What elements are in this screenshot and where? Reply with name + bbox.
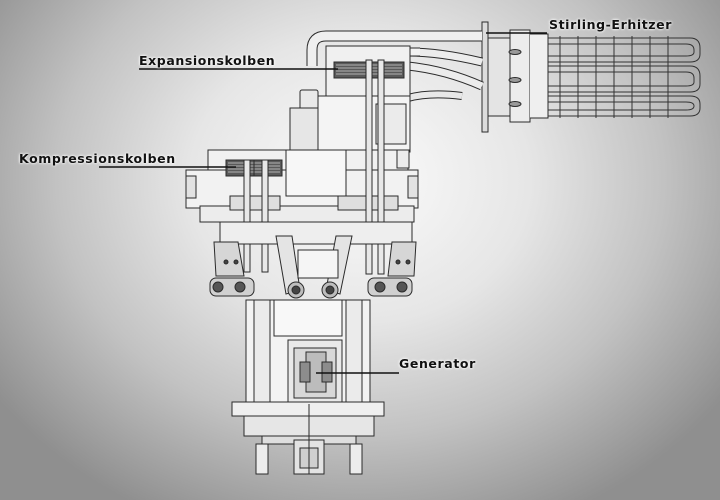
- stirling-heater-label: Stirling-Erhitzer: [549, 17, 673, 32]
- generator-label: Generator: [399, 356, 476, 371]
- stirling-heater: [481, 21, 701, 133]
- piston-rods: [243, 59, 385, 275]
- expansion-cylinder: [289, 45, 411, 153]
- compression-piston-label: Kompressionskolben: [19, 151, 176, 166]
- leader-lines: [99, 32, 547, 374]
- generator: [287, 339, 343, 407]
- base-flange: [231, 401, 385, 475]
- crank-mechanism: [209, 221, 417, 299]
- expansion-piston-label: Expansionskolben: [139, 53, 276, 68]
